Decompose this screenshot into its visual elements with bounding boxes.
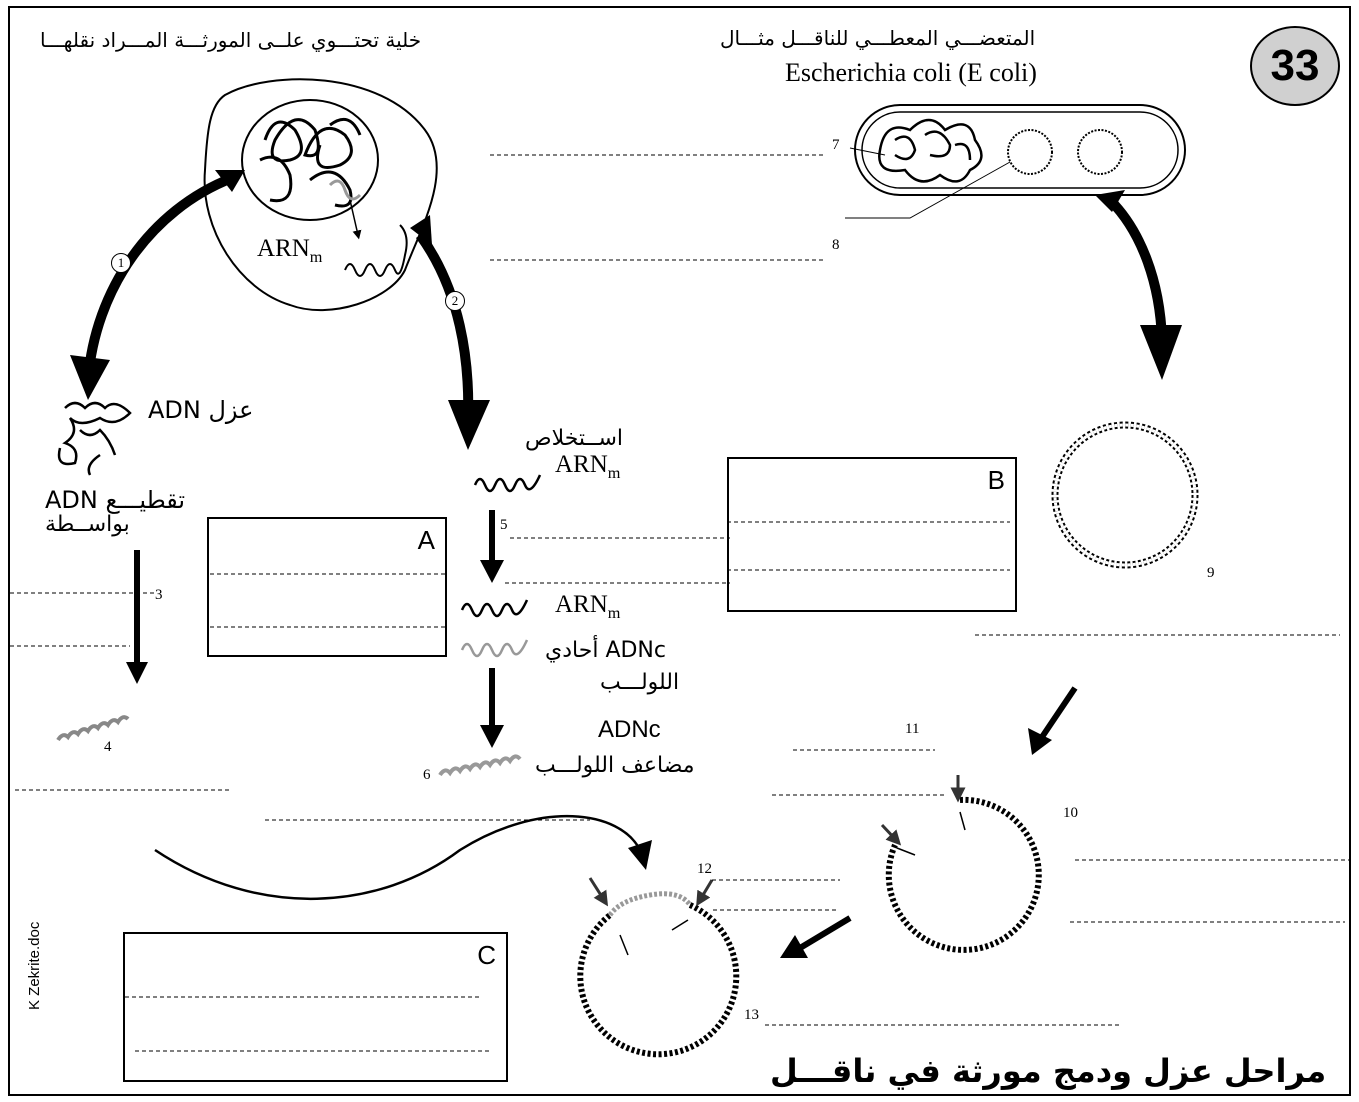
label-6: 6 [423, 768, 431, 783]
ecoli-bacterium [855, 105, 1185, 195]
label-extract: اســتخلاص [525, 428, 623, 450]
isolated-dna [59, 403, 130, 475]
pointer-8 [845, 162, 1010, 218]
label-4: 4 [104, 740, 112, 755]
arrow-step-1 [88, 178, 232, 380]
label-arnm-cell: ARNm [257, 236, 322, 265]
label-9: 9 [1207, 566, 1215, 581]
page-number-badge: 33 [1250, 26, 1340, 106]
box-a-label: A [418, 525, 435, 556]
gene-fragment-4 [58, 717, 128, 740]
donor-cell [205, 79, 437, 310]
step-2-marker: 2 [445, 291, 465, 311]
mrna-in-cell [345, 225, 407, 276]
recombinant-plasmid [580, 905, 736, 1054]
label-cdna-single-2: اللولـــب [600, 672, 679, 694]
header-donor-cell: خلية تحتـــوي علــى المورثـــة المـــراد… [40, 30, 421, 50]
header-vector-organism: المتعضـــي المعطـــي للناقـــل مثـــال [720, 28, 1035, 48]
label-cut-by: بواســطة [45, 514, 130, 536]
mrna-isolated [475, 475, 540, 491]
inserted-gene [610, 894, 690, 915]
label-7: 7 [832, 138, 840, 153]
answer-box-c[interactable]: C [123, 932, 508, 1082]
label-cut-dna: تقطيـــع ADN [45, 488, 185, 512]
arrow-step-2-head [448, 400, 490, 450]
plasmid-9 [1055, 425, 1195, 565]
label-5: 5 [500, 518, 508, 533]
label-cdna-double-2: مضاعف اللولـــب [535, 755, 695, 777]
arrow-step-2 [420, 235, 468, 420]
answer-box-a[interactable]: A [207, 517, 447, 657]
page-title: مراحل عزل ودمج مورثة في ناقـــل [770, 1055, 1326, 1087]
cdna-single [462, 640, 527, 656]
bacterial-chromosome [879, 120, 981, 181]
label-isolate-dna: عزل ADN [148, 398, 254, 422]
label-12: 12 [697, 862, 712, 877]
cdna-double [440, 756, 520, 775]
label-cdna-double: ADNc [598, 718, 661, 742]
arrow-insert-gene [155, 816, 640, 899]
plasmid-2 [1078, 130, 1122, 174]
box-c-label: C [477, 940, 496, 971]
label-3: 3 [155, 588, 163, 603]
label-10: 10 [1063, 806, 1078, 821]
arrow-ecoli-to-plasmid [1110, 200, 1162, 340]
label-arnm-template: ARNm [555, 592, 620, 621]
watermark-filename: K Zekrite.doc [26, 922, 43, 1010]
mrna-hybrid [462, 600, 527, 616]
arrow-to-recombinant [800, 918, 850, 948]
label-11: 11 [905, 722, 919, 737]
step-1-marker: 1 [111, 253, 131, 273]
label-arnm-extracted: ARNm [555, 452, 620, 481]
arrow-step-1-head [70, 355, 110, 400]
label-8: 8 [832, 238, 840, 253]
arrow-ecoli-head [1140, 325, 1182, 380]
plasmid-10-open [889, 800, 1039, 950]
label-cdna-single: ADNc أحادي [545, 640, 666, 662]
label-13: 13 [744, 1008, 759, 1023]
plasmid-1 [1008, 130, 1052, 174]
box-b-label: B [988, 465, 1005, 496]
header-ecoli-name: Escherichia coli (E coli) [785, 60, 1037, 86]
answer-box-b[interactable]: B [727, 457, 1017, 612]
arrow-to-cut [1040, 688, 1075, 740]
